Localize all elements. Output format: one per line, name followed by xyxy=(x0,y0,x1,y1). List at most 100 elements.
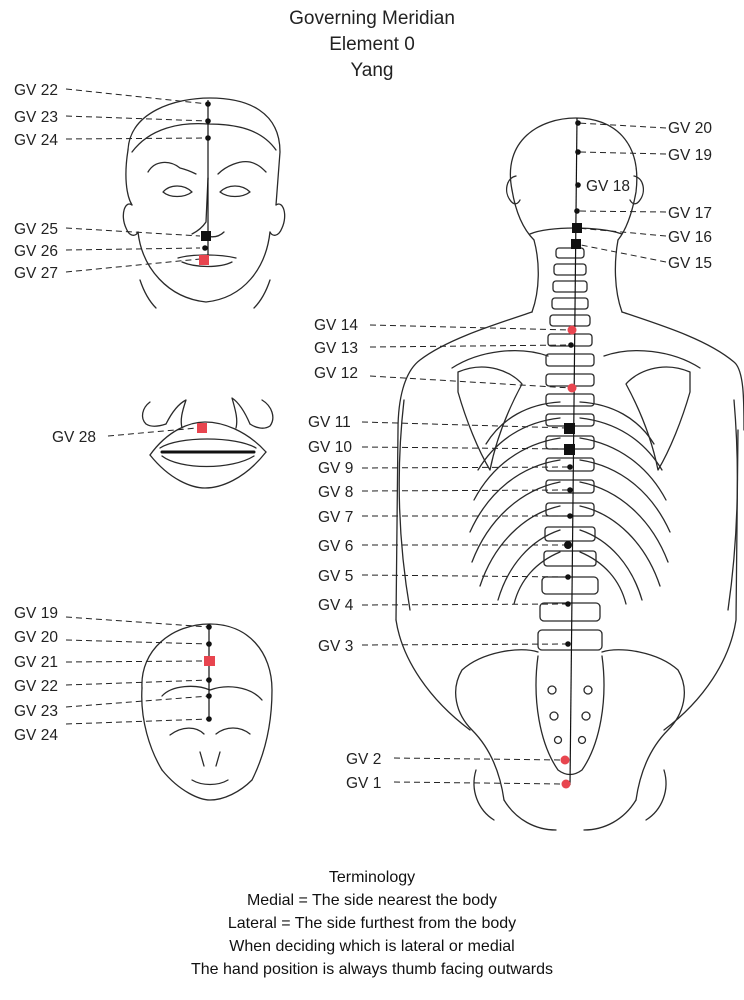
label-mouth-gv28: GV 28 xyxy=(52,429,96,446)
pelvis xyxy=(455,649,685,831)
point-back-gv3 xyxy=(565,641,571,647)
point-mouth-gv28 xyxy=(197,423,207,433)
label-back-gv2: GV 2 xyxy=(346,751,381,768)
leader-back-gv3 xyxy=(361,643,569,646)
label-face-gv27: GV 27 xyxy=(14,265,58,282)
point-face-gv26 xyxy=(202,245,208,251)
point-head-gv20 xyxy=(206,641,212,647)
leader-back-gv8 xyxy=(361,489,571,492)
label-back-gv6: GV 6 xyxy=(318,538,353,555)
yang-subtitle: Yang xyxy=(350,60,394,81)
label-head-gv24: GV 24 xyxy=(14,727,58,744)
point-face-gv22 xyxy=(205,101,211,107)
leader-back-gv9 xyxy=(361,466,571,469)
label-back-gv19: GV 19 xyxy=(668,147,712,164)
point-back-gv1 xyxy=(561,779,571,789)
leader-mouth-gv28 xyxy=(107,427,198,437)
point-back-gv6 xyxy=(564,541,572,549)
leader-face-gv26 xyxy=(65,247,201,251)
label-back-gv16: GV 16 xyxy=(668,229,712,246)
leader-back-gv1 xyxy=(393,781,566,785)
label-back-gv10: GV 10 xyxy=(308,439,352,456)
terminology-block: Terminology Medial = The side nearest th… xyxy=(0,866,744,981)
acupuncture-points xyxy=(197,101,582,789)
leader-head-gv23 xyxy=(65,695,210,708)
point-head-gv24 xyxy=(206,716,212,722)
title-block: Governing Meridian Element 0 Yang xyxy=(0,6,744,84)
point-back-gv9 xyxy=(567,464,573,470)
terminology-deciding: When deciding which is lateral or medial xyxy=(229,938,515,955)
point-face-gv25 xyxy=(201,231,211,241)
leader-back-gv10 xyxy=(361,446,569,450)
terminology-hand-position: The hand position is always thumb facing… xyxy=(191,961,553,978)
leader-head-gv24 xyxy=(65,718,210,725)
point-head-gv19 xyxy=(206,624,212,630)
mouth-labels: GV 28 xyxy=(52,429,96,446)
point-back-gv17 xyxy=(574,208,580,214)
label-head-gv22: GV 22 xyxy=(14,678,58,695)
point-back-gv7 xyxy=(567,513,573,519)
leader-face-gv24 xyxy=(65,137,209,140)
leader-back-gv20 xyxy=(577,122,667,129)
label-back-gv5: GV 5 xyxy=(318,568,353,585)
label-back-gv1: GV 1 xyxy=(346,775,381,792)
point-back-gv2 xyxy=(560,755,570,765)
label-back-gv13: GV 13 xyxy=(314,340,358,357)
back-left-labels: GV 14 GV 13 GV 12 GV 11 GV 10 GV 9 GV 8 … xyxy=(308,317,381,792)
point-back-gv11 xyxy=(564,423,575,434)
point-back-gv18 xyxy=(575,182,581,188)
leader-head-gv21 xyxy=(65,660,205,663)
point-back-gv20 xyxy=(575,120,581,126)
label-back-gv18: GV 18 xyxy=(586,178,630,195)
point-face-gv27 xyxy=(199,255,209,265)
back-right-labels: GV 20 GV 19 GV 18 GV 17 GV 16 GV 15 xyxy=(586,120,712,272)
point-back-gv4 xyxy=(565,601,571,607)
head-top-illustration xyxy=(141,623,273,801)
label-back-gv8: GV 8 xyxy=(318,484,353,501)
leader-back-gv16 xyxy=(576,227,667,237)
label-back-gv4: GV 4 xyxy=(318,597,354,614)
label-face-gv25: GV 25 xyxy=(14,221,58,238)
label-back-gv17: GV 17 xyxy=(668,205,712,222)
leader-head-gv19 xyxy=(65,616,210,628)
leader-back-gv19 xyxy=(577,151,667,155)
leader-face-gv23 xyxy=(65,115,209,122)
element-subtitle: Element 0 xyxy=(329,34,415,55)
diagram-title: Governing Meridian xyxy=(289,8,455,29)
label-face-gv26: GV 26 xyxy=(14,243,58,260)
leader-back-gv14 xyxy=(369,324,572,331)
leader-face-gv25 xyxy=(65,227,201,237)
label-face-gv22: GV 22 xyxy=(14,82,58,99)
label-back-gv3: GV 3 xyxy=(318,638,353,655)
head-top-labels: GV 19 GV 20 GV 21 GV 22 GV 23 GV 24 xyxy=(14,605,58,744)
point-head-gv21 xyxy=(204,656,215,666)
label-head-gv21: GV 21 xyxy=(14,654,58,671)
label-back-gv9: GV 9 xyxy=(318,460,353,477)
leader-back-gv12 xyxy=(369,375,572,389)
point-back-gv19 xyxy=(575,149,581,155)
label-back-gv11: GV 11 xyxy=(308,414,351,431)
leader-back-gv4 xyxy=(361,603,569,606)
leader-back-gv13 xyxy=(369,344,572,348)
terminology-heading: Terminology xyxy=(328,869,416,886)
terminology-lateral: Lateral = The side furthest from the bod… xyxy=(227,915,517,932)
leader-back-gv17 xyxy=(576,210,667,213)
point-back-gv16 xyxy=(572,223,582,233)
label-back-gv20: GV 20 xyxy=(668,120,712,137)
ribs xyxy=(469,401,671,605)
point-back-gv13 xyxy=(568,342,574,348)
leader-back-gv15 xyxy=(575,243,667,263)
leader-face-gv22 xyxy=(65,88,209,105)
leader-back-gv5 xyxy=(361,574,569,578)
label-face-gv24: GV 24 xyxy=(14,132,58,149)
mouth-illustration xyxy=(141,397,274,489)
point-back-gv12 xyxy=(567,383,577,393)
point-back-gv15 xyxy=(571,239,581,249)
face-labels: GV 22 GV 23 GV 24 GV 25 GV 26 GV 27 xyxy=(14,82,58,282)
leader-head-gv22 xyxy=(65,679,210,686)
leader-back-gv11 xyxy=(361,421,569,429)
label-head-gv20: GV 20 xyxy=(14,629,58,646)
label-head-gv19: GV 19 xyxy=(14,605,58,622)
label-back-gv12: GV 12 xyxy=(314,365,358,382)
